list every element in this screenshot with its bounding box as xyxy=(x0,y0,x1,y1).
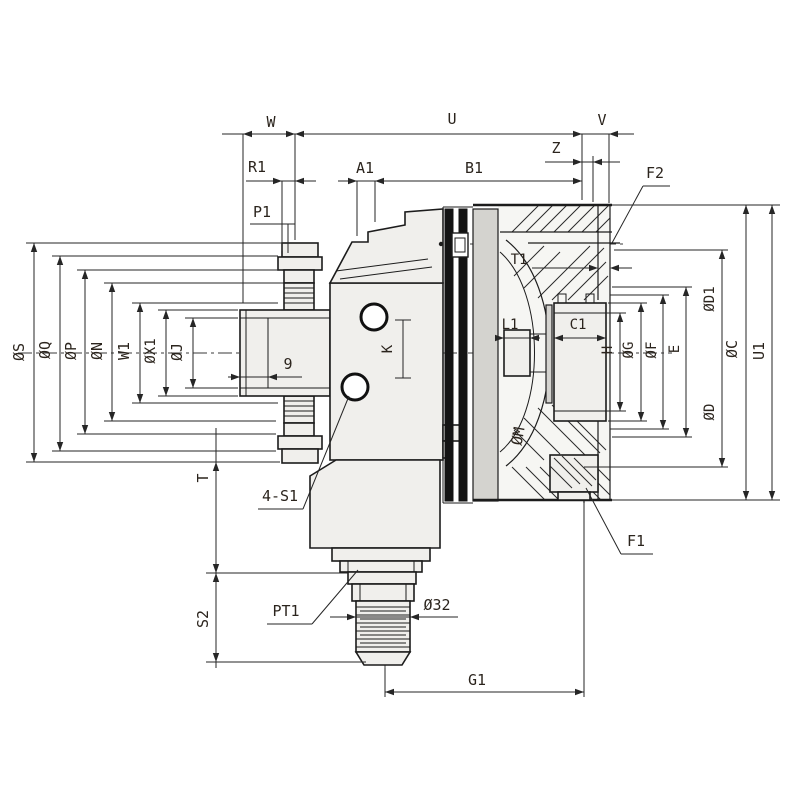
dim-label-9: 9 xyxy=(283,355,292,373)
port-detail xyxy=(451,232,469,258)
dim-label-phi-j: ØJ xyxy=(168,343,186,361)
dim-label-dia32: Ø32 xyxy=(423,596,450,614)
shaft-hub xyxy=(553,302,607,422)
dim-label-v: V xyxy=(597,111,606,129)
seal-ring-left xyxy=(444,208,454,502)
dim-label-k: K xyxy=(380,344,396,353)
main-body xyxy=(309,208,461,549)
dim-label-t: T xyxy=(194,473,212,482)
dim-label-f1: F1 xyxy=(627,532,645,550)
dim-label-p1: P1 xyxy=(253,203,271,221)
left-shaft-section xyxy=(239,242,331,464)
valve-body xyxy=(329,282,444,461)
dim-label-w: W xyxy=(266,113,276,131)
dim-label-h: H xyxy=(600,346,616,354)
dim-label-phi-x1: ØX1 xyxy=(143,338,159,363)
dim-label-phi-p: ØP xyxy=(62,342,80,360)
dim-label-phi-s: ØS xyxy=(10,343,28,361)
right-flange-section xyxy=(473,203,620,503)
dim-label-a1: A1 xyxy=(356,159,374,177)
hub-collar xyxy=(503,329,531,377)
dimension-lines xyxy=(26,130,780,697)
dim-label-phi-c: ØC xyxy=(723,340,741,358)
dim-label-w1: W1 xyxy=(115,342,133,360)
seal-ring-right xyxy=(458,208,468,502)
seal-stack xyxy=(438,206,499,504)
shaft-outline xyxy=(239,309,331,397)
lower-block xyxy=(309,459,441,549)
dim-label-phi-g: ØG xyxy=(621,342,637,359)
dim-label-phi-f: ØF xyxy=(644,342,660,359)
dim-label-phi-d1: ØD1 xyxy=(702,286,718,311)
dim-label-c1: C1 xyxy=(570,317,587,333)
dim-label-l1: L1 xyxy=(502,317,519,333)
dim-label-phi-m: ØM xyxy=(508,426,529,447)
dim-label-pt1: PT1 xyxy=(272,602,299,620)
labels: W U V Z R1 A1 B1 P1 F2 T1 ØS ØQ ØP ØN W1… xyxy=(10,110,768,689)
dim-label-g1: G1 xyxy=(468,671,486,689)
dim-label-z: Z xyxy=(551,139,560,157)
bottom-port xyxy=(331,547,431,666)
dim-label-b1: B1 xyxy=(465,159,483,177)
dim-label-t1: T1 xyxy=(511,252,528,268)
dim-label-e: E xyxy=(667,345,683,353)
dim-label-f2: F2 xyxy=(646,164,664,182)
dim-label-u1: U1 xyxy=(750,342,768,360)
body-turret xyxy=(328,208,444,284)
dim-label-r1: R1 xyxy=(248,158,266,176)
dim-label-phi-n: ØN xyxy=(88,342,106,360)
bolt-hole-lower xyxy=(340,372,370,402)
dim-label-4-s1: 4-S1 xyxy=(262,487,298,505)
dim-label-phi-q: ØQ xyxy=(36,341,54,359)
bolt-hole-upper xyxy=(359,302,389,332)
housing-wall xyxy=(472,208,499,502)
dim-label-phi-d: ØD xyxy=(702,404,718,421)
dim-label-u: U xyxy=(447,110,456,128)
dim-label-s2: S2 xyxy=(194,610,212,628)
